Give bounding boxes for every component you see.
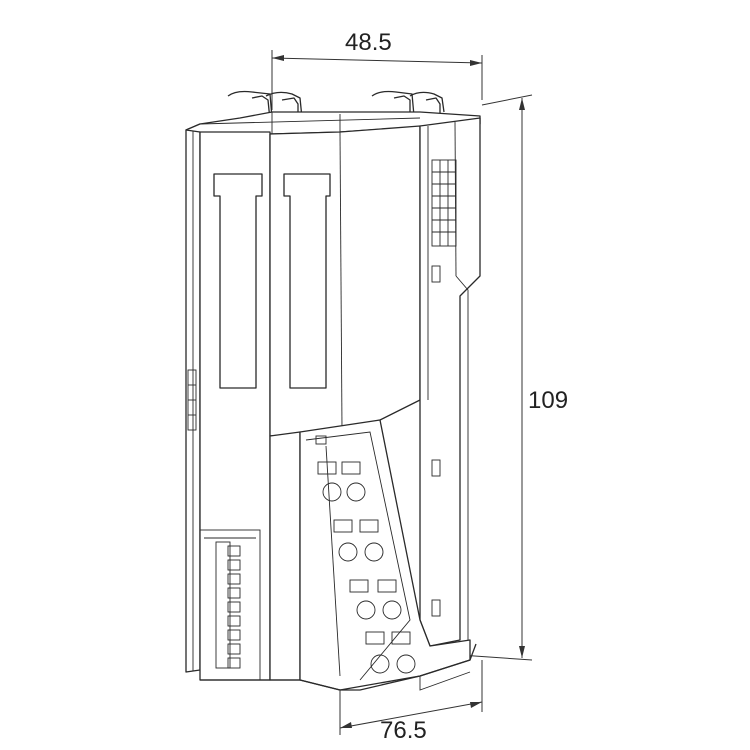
dimension-width-label: 48.5 — [345, 29, 392, 56]
slot-upper — [431, 265, 441, 283]
ventilation-grille — [431, 159, 457, 247]
slot-lower — [431, 599, 441, 617]
dimension-depth-label: 76.5 — [380, 717, 427, 744]
dimension-depth: 76.5 — [339, 660, 483, 744]
base-foot — [200, 643, 477, 691]
left-terminal-strip — [215, 541, 241, 669]
module-center — [269, 125, 421, 681]
dimension-height: 109 — [459, 94, 568, 661]
left-side-plate — [185, 123, 201, 673]
dimension-width: 48.5 — [271, 29, 483, 110]
rail-clips — [227, 90, 445, 121]
module-left — [199, 131, 271, 681]
terminal-pair-3 — [349, 579, 402, 620]
module-right — [419, 117, 481, 647]
dimension-height-label: 109 — [528, 387, 568, 414]
terminal-pair-2 — [333, 519, 384, 562]
terminal-pair-4 — [365, 631, 416, 674]
slot-middle — [431, 459, 441, 477]
